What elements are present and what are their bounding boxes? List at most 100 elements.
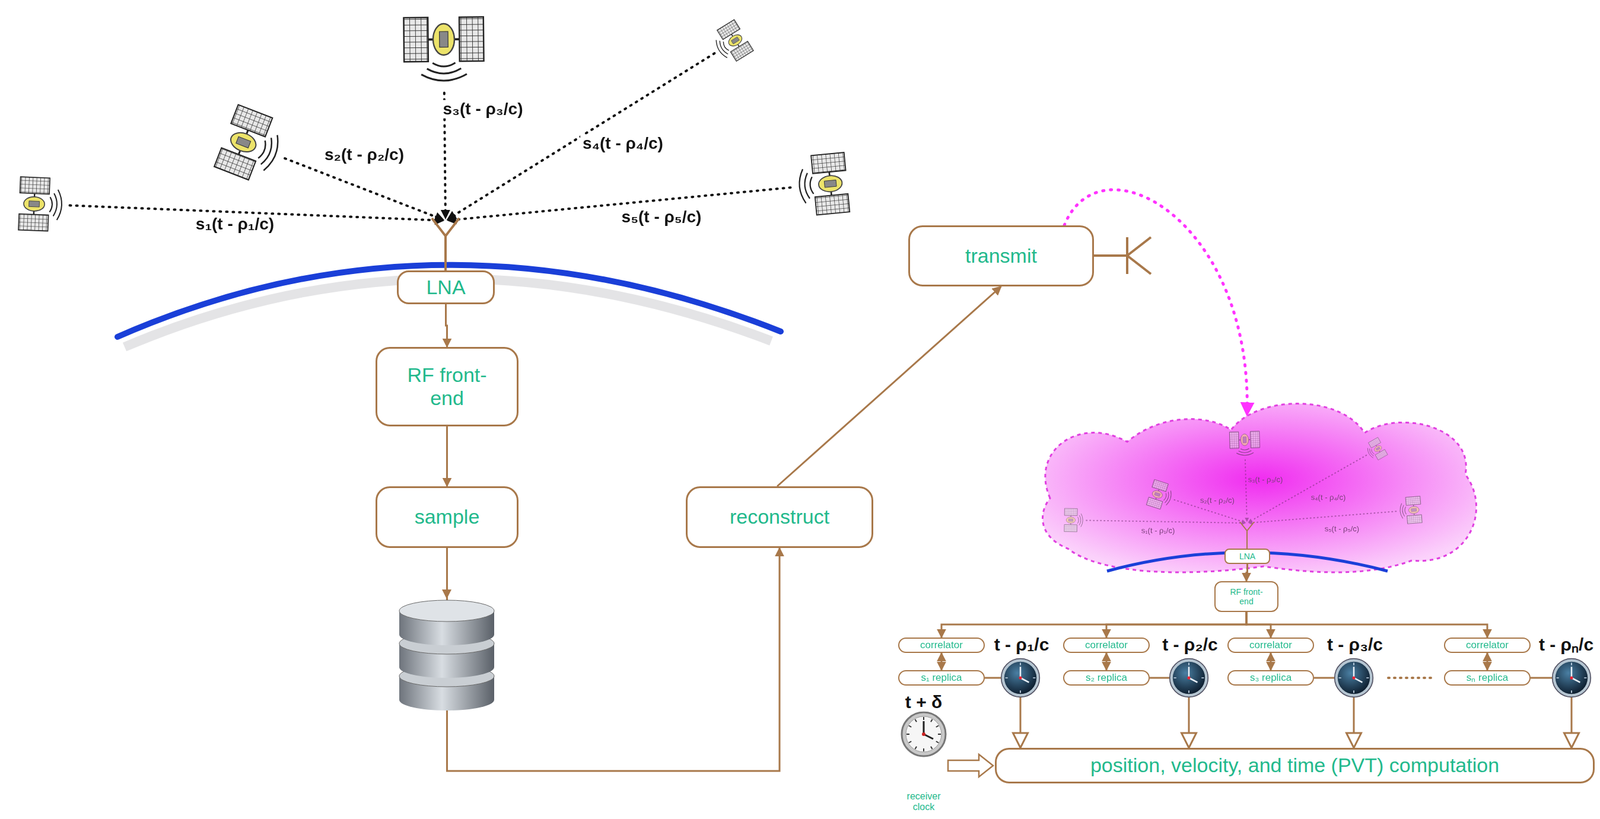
box-text: LNA [1239, 551, 1256, 562]
box-text: correlator [1249, 639, 1293, 652]
box-text: RF front-end [396, 363, 498, 410]
signal-ray [1245, 459, 1248, 517]
hollow-arrow [948, 754, 994, 778]
clock-tick [936, 741, 939, 744]
clock-icon [1552, 659, 1592, 698]
earth-arc [117, 265, 781, 337]
ellipsis-dots [1388, 676, 1435, 680]
satellite-icon [1064, 508, 1084, 533]
time-label: t - ρ₂/c [1159, 634, 1221, 655]
satellite-icon [1363, 437, 1388, 463]
correlator-box: correlator [1227, 637, 1315, 654]
satellite-icon [214, 104, 288, 186]
box-text: sₙ replica [1466, 672, 1509, 685]
signal-label: s₃(t - ρ₃/c) [1248, 475, 1283, 485]
replica-box: sₙ replica [1443, 670, 1531, 686]
satellite-icon [1146, 479, 1175, 512]
replica-box: s₁ replica [898, 670, 985, 686]
pink-cloud [1042, 404, 1477, 573]
signal-label: s₂(t - ρ₂/c) [322, 145, 407, 165]
clock-tick [915, 746, 918, 750]
mini-box: RF front-end [1214, 581, 1279, 613]
mini-antenna [1239, 522, 1255, 549]
antenna [431, 218, 460, 271]
box-text: correlator [1085, 639, 1128, 652]
connector [1064, 189, 1248, 416]
satellite-icon [709, 19, 754, 66]
signal-ray [284, 158, 440, 219]
clock-icon [1001, 659, 1040, 698]
box-text: reconstruct [729, 505, 830, 529]
cloud-region: s₁(t - ρ₁/c) s₂(t - ρ₂/c) s₃(t - ρ₃/c) s₄(t… [1040, 415, 1480, 572]
time-label: t - ρₙ/c [1536, 634, 1596, 655]
replica-box: s₃ replica [1227, 670, 1315, 686]
box-text: s₁ replica [920, 672, 962, 685]
connector [1246, 564, 1248, 582]
tx-antenna [1093, 237, 1151, 275]
satellite-icon [1398, 496, 1423, 525]
time-label: t - ρ₁/c [991, 634, 1052, 655]
signal-label: s₁(t - ρ₁/c) [1141, 526, 1176, 536]
correlator-box: correlator [1063, 637, 1150, 654]
satellite-icon [1229, 431, 1261, 456]
signal-label: s₅(t - ρ₅/c) [1324, 524, 1360, 534]
clock-tick [915, 719, 918, 722]
satellite-icon [796, 152, 850, 217]
box-text: correlator [920, 639, 963, 652]
signal-label: s₂(t - ρ₂/c) [1200, 495, 1235, 505]
box-text: LNA [425, 275, 466, 299]
clock-tick [930, 746, 933, 750]
clock-tick [936, 726, 939, 728]
process-box: transmit [908, 225, 1094, 287]
clock-icon [1169, 659, 1209, 698]
correlator-box: correlator [1443, 637, 1531, 654]
signal-label: s₄(t - ρ₄/c) [580, 134, 666, 154]
process-box: RF front-end [375, 347, 519, 427]
clock-tick [906, 733, 910, 736]
signal-arrowhead [1241, 519, 1246, 524]
database-icon [399, 600, 495, 711]
signal-label: s₁(t - ρ₁/c) [193, 215, 277, 234]
satellite-icon [403, 17, 484, 82]
connector [1486, 653, 1489, 671]
box-text: s₂ replica [1085, 672, 1128, 685]
box-text: s₃ replica [1249, 672, 1292, 685]
signal-arrowhead [1244, 517, 1249, 523]
receiver-clock-icon [901, 712, 946, 757]
signal-ray [1254, 511, 1396, 523]
clock-tick [930, 719, 933, 722]
signal-label: s₅(t - ρ₅/c) [619, 208, 705, 227]
connector [1105, 653, 1108, 671]
signal-ray [451, 53, 715, 218]
time-label: t + δ [902, 692, 945, 712]
box-text: position, velocity, and time (PVT) compu… [1090, 754, 1500, 778]
connector [777, 286, 1002, 487]
db-arrowhead [441, 589, 452, 600]
pvt-box: position, velocity, and time (PVT) compu… [994, 748, 1595, 784]
connector [1270, 653, 1272, 671]
clock-tick [923, 748, 925, 752]
process-box: LNA [396, 270, 495, 305]
clock-tick [908, 726, 912, 728]
box-text: RF front-end [1225, 587, 1268, 607]
clock-tick [937, 733, 941, 736]
connector [940, 653, 943, 671]
connector [447, 548, 781, 772]
clock-tick [908, 741, 912, 744]
satellite-icon [18, 176, 63, 232]
correlator-box: correlator [898, 637, 985, 654]
mini-box: LNA [1224, 548, 1271, 565]
process-box: reconstruct [685, 486, 874, 549]
signal-label: s₄(t - ρ₄/c) [1311, 492, 1346, 502]
box-text: sample [414, 505, 480, 529]
box-text: correlator [1465, 639, 1509, 652]
connector [446, 426, 448, 487]
signal-ray [1086, 520, 1240, 523]
signal-label: s₃(t - ρ₃/c) [440, 100, 526, 119]
signal-ray [1252, 455, 1367, 520]
replica-box: s₂ replica [1063, 670, 1150, 686]
box-text: transmit [965, 244, 1038, 268]
clock-tick [923, 717, 925, 721]
